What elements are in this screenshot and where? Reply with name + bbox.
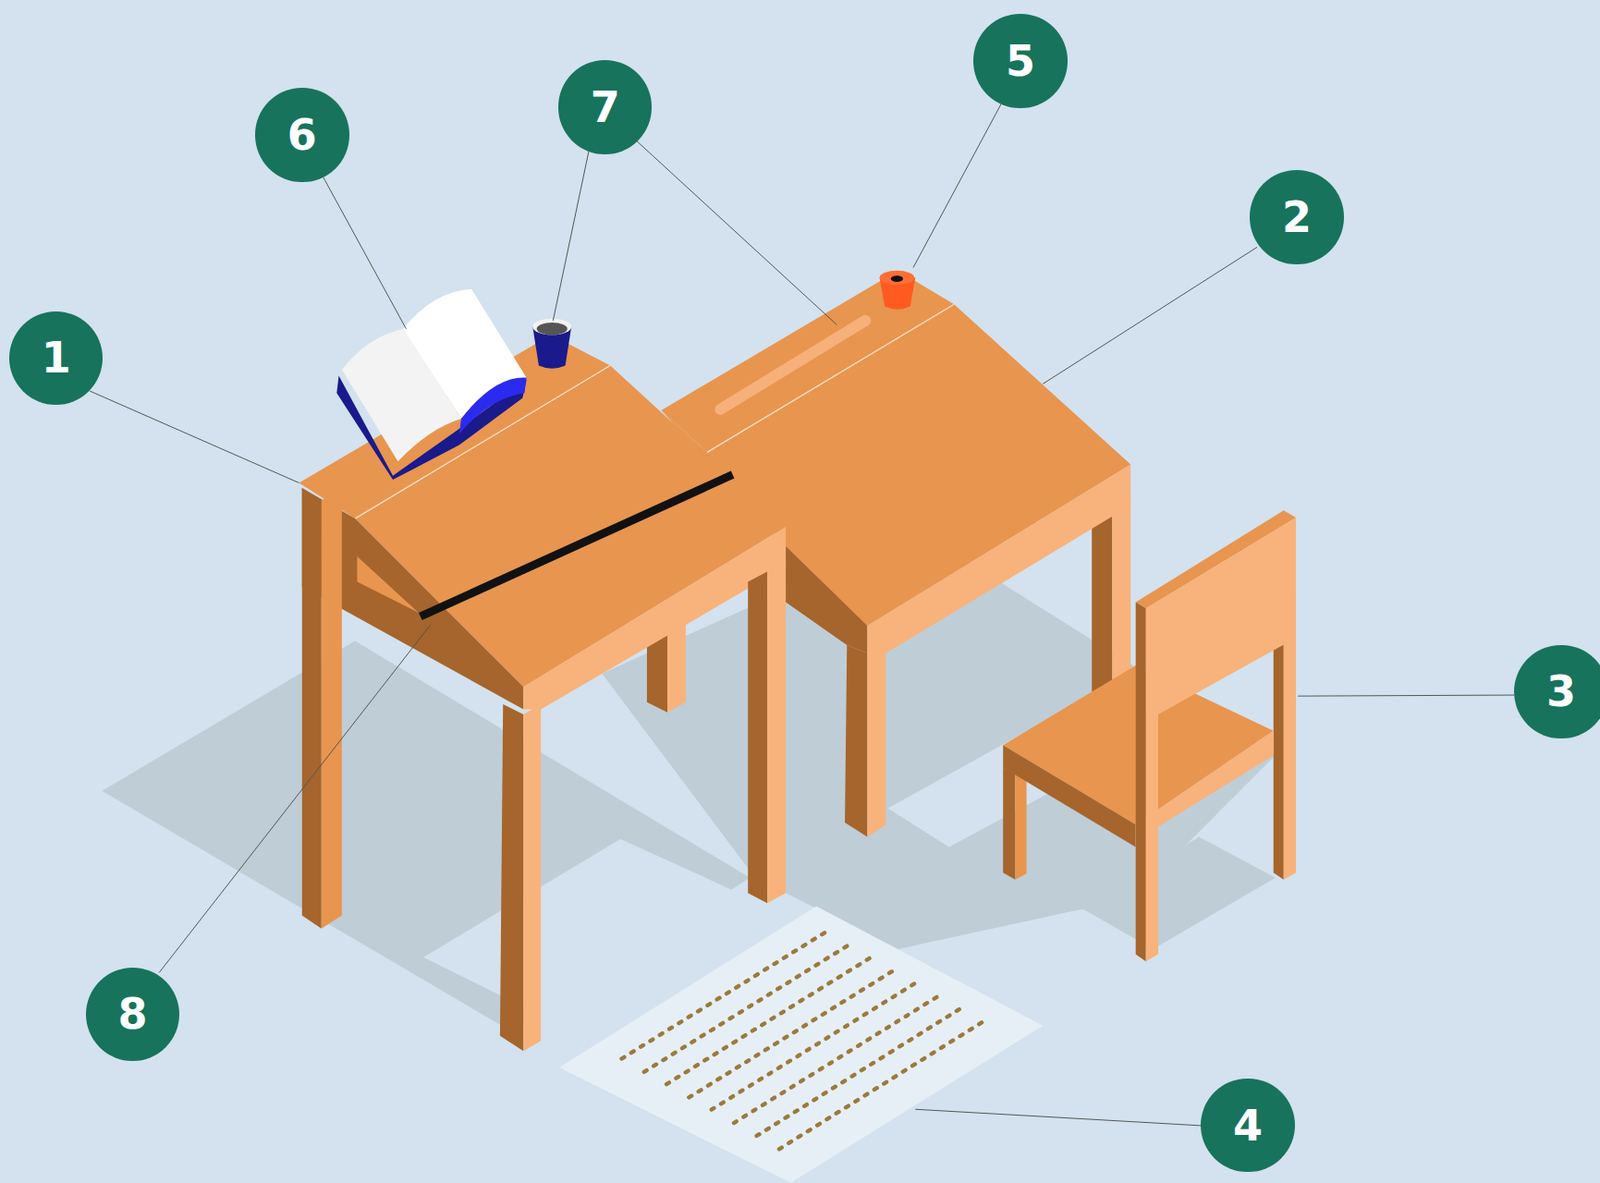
desk-leg bbox=[747, 571, 768, 904]
chair-back-panel bbox=[1146, 517, 1296, 715]
desk-leg bbox=[500, 704, 524, 1051]
desk-leg bbox=[1091, 505, 1112, 693]
desk-leg bbox=[844, 645, 868, 838]
book-edge bbox=[459, 378, 527, 435]
chair-shadow bbox=[1081, 837, 1276, 950]
cup-rim bbox=[532, 318, 572, 336]
desk-leg bbox=[867, 643, 886, 838]
mat-pattern bbox=[617, 932, 982, 1150]
callout-circle: 3 bbox=[1514, 645, 1600, 740]
cup-contents bbox=[537, 322, 568, 335]
chair-back-post bbox=[1283, 625, 1296, 880]
chair-leg bbox=[1002, 767, 1015, 880]
leader-lines bbox=[89, 102, 1515, 1126]
chair-leg bbox=[1014, 767, 1026, 880]
callout-number: 3 bbox=[1546, 670, 1576, 713]
desk-leg bbox=[667, 622, 686, 713]
pencil-pot-rim bbox=[879, 270, 916, 285]
chair-back-post bbox=[1135, 602, 1147, 963]
callout-circle: 6 bbox=[255, 87, 350, 183]
callout-circle: 7 bbox=[558, 60, 653, 155]
pencil-groove bbox=[720, 320, 866, 410]
pencil-pot-hole bbox=[891, 275, 904, 282]
callout-number: 7 bbox=[590, 85, 621, 129]
callout-circle: 1 bbox=[9, 311, 104, 406]
desk-front-apron bbox=[867, 464, 1131, 654]
floor-mat bbox=[559, 906, 1043, 1183]
callout-number: 6 bbox=[287, 113, 318, 157]
chair-seat-side bbox=[1002, 745, 1136, 847]
desk-side-panel bbox=[785, 546, 868, 654]
desk-hinge bbox=[707, 304, 954, 452]
book-page bbox=[403, 289, 527, 419]
desk-leg bbox=[523, 704, 541, 1051]
callout-circle: 8 bbox=[85, 967, 181, 1063]
callout-number: 4 bbox=[1233, 1104, 1263, 1148]
callout-number: 8 bbox=[117, 992, 147, 1036]
desk-leg bbox=[1111, 495, 1131, 683]
desk-leg bbox=[767, 561, 786, 904]
callout-circle: 5 bbox=[973, 13, 1068, 109]
desk-leg bbox=[302, 488, 322, 929]
chair-back-post bbox=[1146, 602, 1159, 963]
chair-back-post bbox=[1273, 633, 1284, 880]
callout-circle: 2 bbox=[1249, 170, 1344, 265]
ruler bbox=[420, 475, 733, 617]
callout-number: 5 bbox=[1005, 39, 1036, 83]
desk-side-opening bbox=[356, 556, 418, 613]
callout-number: 2 bbox=[1282, 195, 1312, 239]
desk-leg bbox=[321, 489, 342, 929]
callout-number: 1 bbox=[41, 336, 72, 379]
callout-circle: 4 bbox=[1200, 1078, 1295, 1173]
